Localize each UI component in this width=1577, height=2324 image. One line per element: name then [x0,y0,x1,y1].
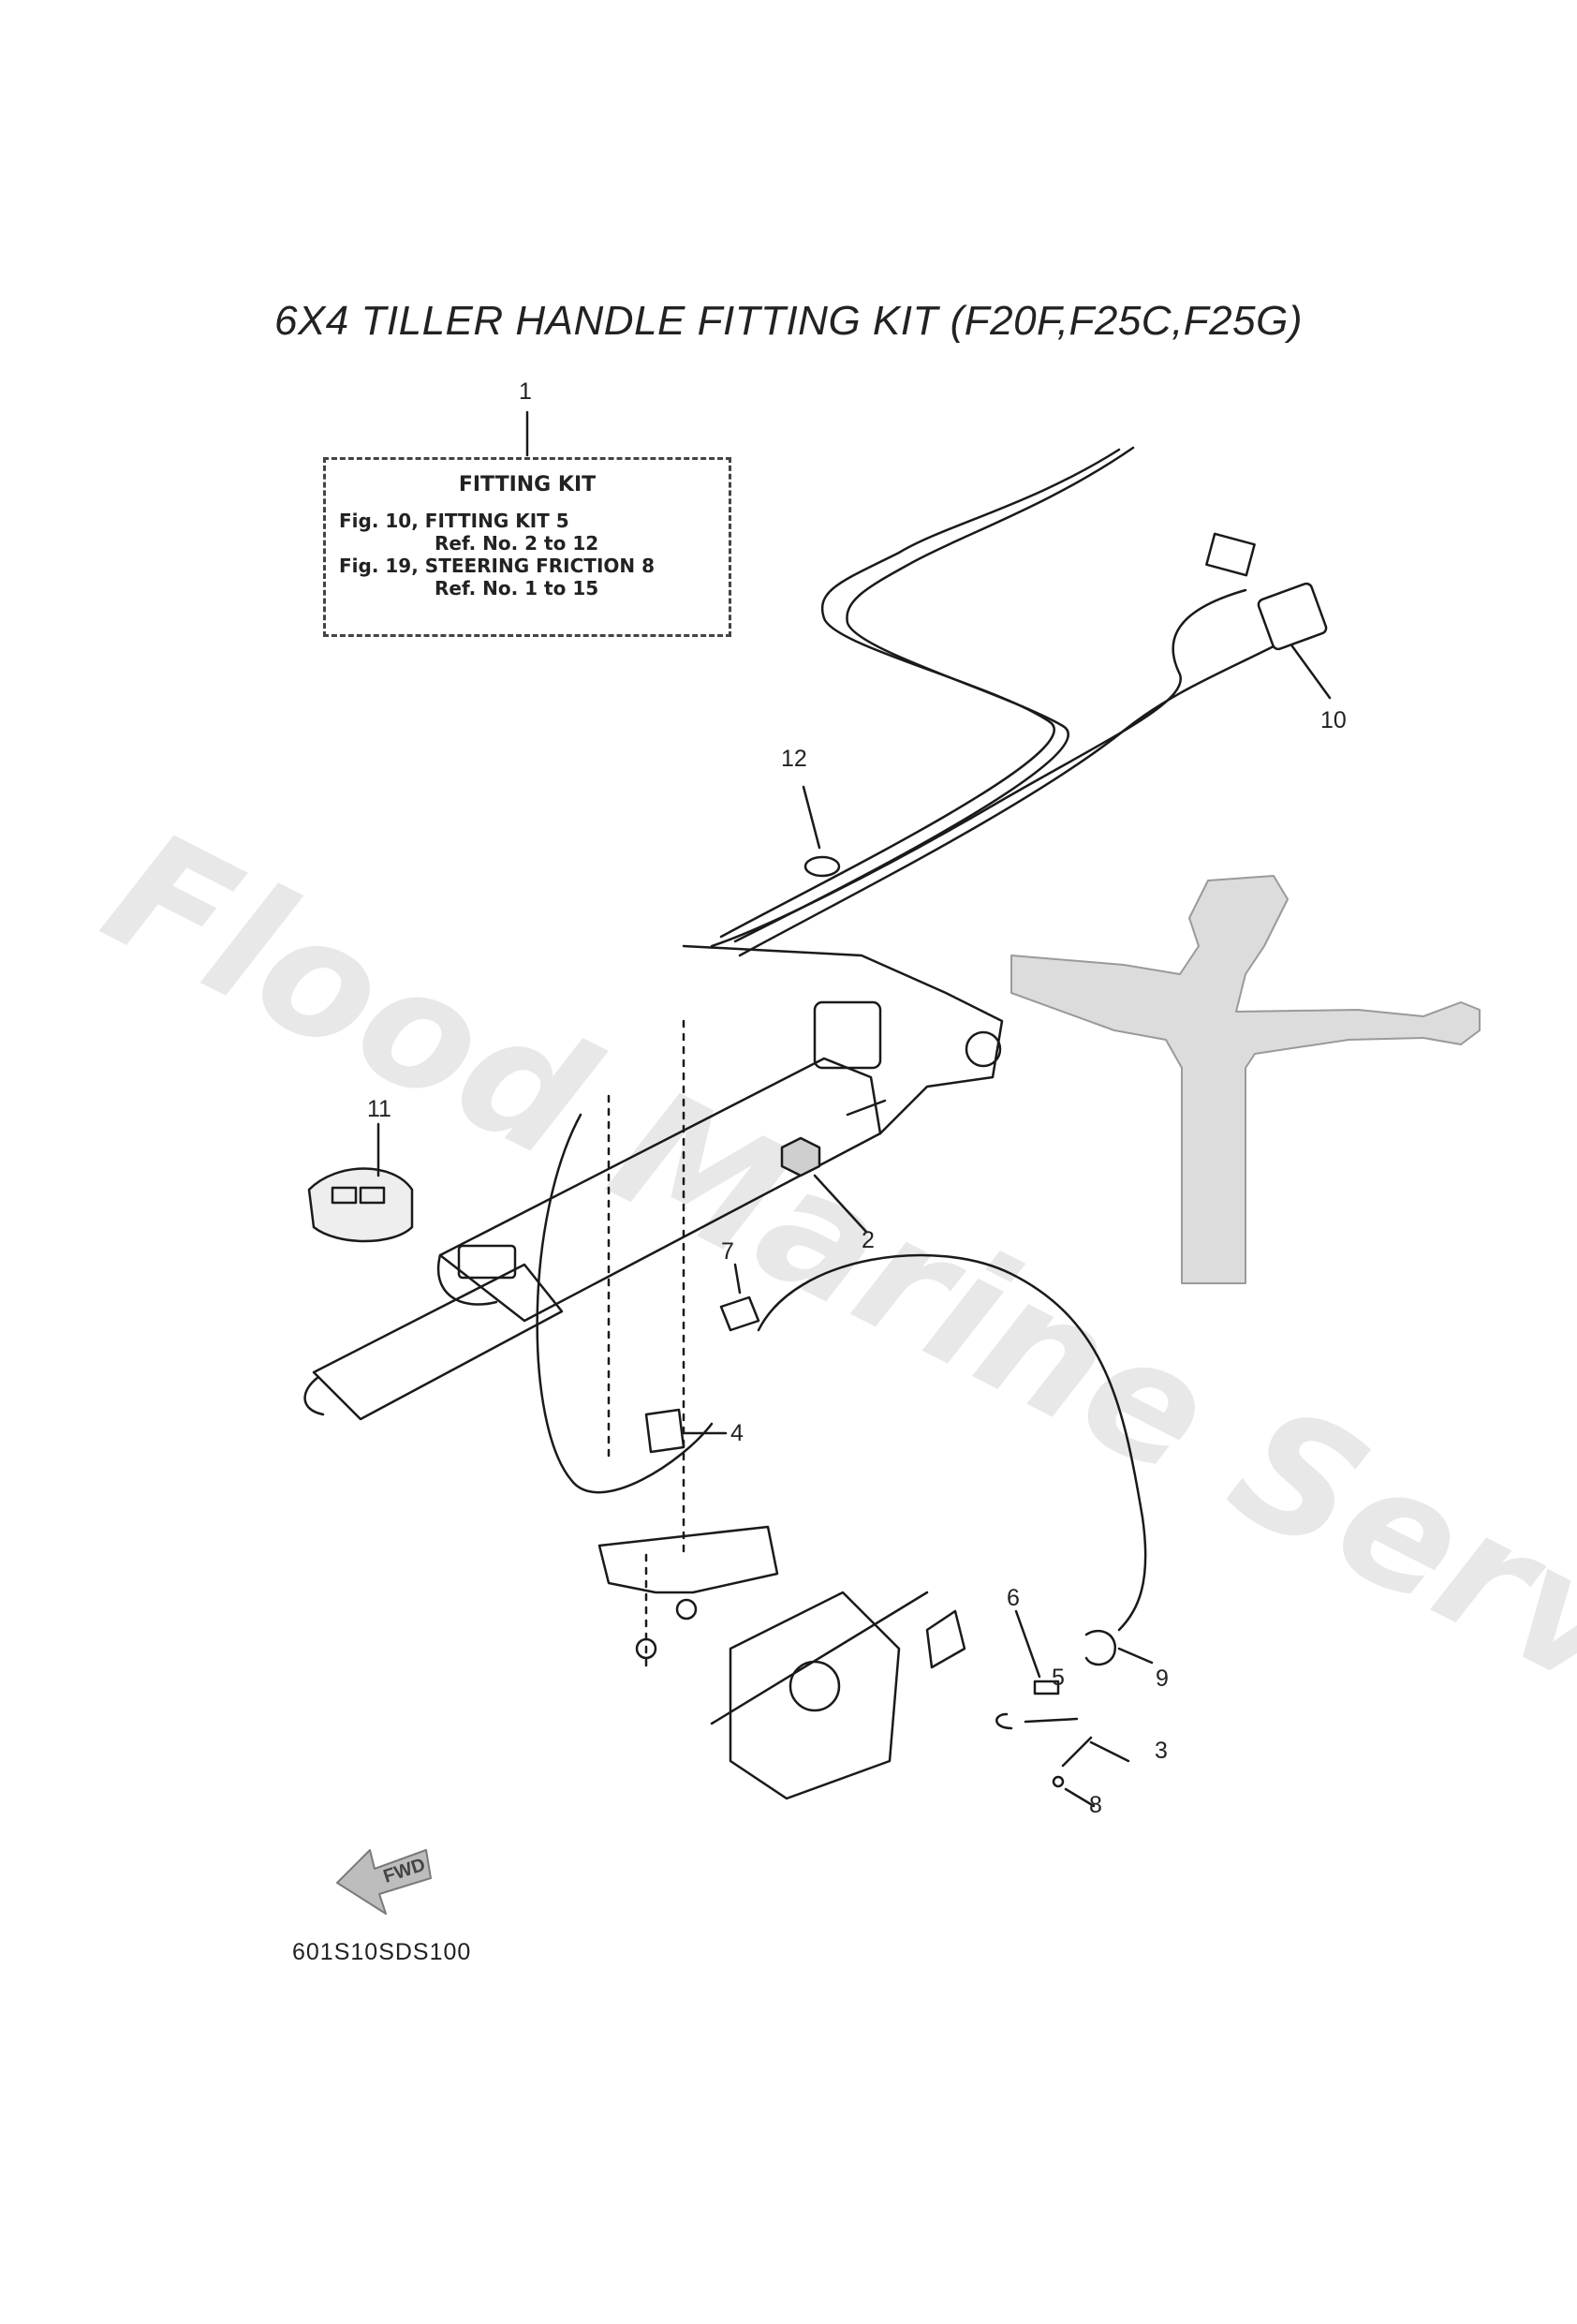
part-8-pin [1052,1775,1065,1788]
connector-top [1205,532,1256,577]
steering-bracket-shaded [1010,875,1481,1284]
callout-8: 8 [1089,1792,1102,1818]
mounting-plate [597,1525,779,1594]
callout-5: 5 [1052,1665,1065,1691]
callout-9: 9 [1156,1665,1169,1692]
diagram-title: 6X4 TILLER HANDLE FITTING KIT (F20F,F25C… [273,298,1303,344]
leader-line-6 [1014,1609,1041,1679]
part-6-rod [1033,1680,1060,1695]
leader-line-12 [802,785,821,850]
leader-line-9 [1117,1647,1154,1665]
fitting-kit-heading: FITTING KIT [458,473,597,496]
harness-cable-d [738,644,1275,957]
leader-line-8 [1064,1787,1096,1808]
callout-7: 7 [721,1238,734,1265]
clamp-7 [719,1295,760,1332]
fitting-kit-line-1: Fig. 10, FITTING KIT 5 [339,510,569,532]
callout-4: 4 [730,1420,744,1446]
leader-line-2 [813,1174,868,1234]
control-cable [757,1253,1147,1632]
harness-cable-a [719,448,1121,939]
stud [846,1099,887,1117]
leader-line-5 [1024,1717,1079,1724]
fitting-kit-line-3: Fig. 19, STEERING FRICTION 8 [339,555,656,577]
fitting-kit-box: FITTING KIT Fig. 10, FITTING KIT 5 Ref. … [323,457,731,637]
harness-clip-12 [803,855,841,878]
fitting-kit-line-4: Ref. No. 1 to 15 [435,577,599,600]
callout-11: 11 [367,1096,391,1122]
part-9-clip [1084,1629,1117,1666]
fitting-kit-line-2: Ref. No. 2 to 12 [435,532,599,555]
leader-line-3 [1089,1740,1130,1763]
callout-1: 1 [519,378,532,405]
return-cable [536,1113,714,1494]
callout-6: 6 [1007,1585,1020,1611]
callout-12: 12 [781,746,807,772]
switch-11 [307,1167,414,1243]
tiller-handle [303,944,1004,1421]
throttle-body [710,1591,966,1800]
main-harness-connector [1257,582,1328,651]
fwd-arrow-icon [336,1849,432,1915]
harness-cable-b [733,446,1135,943]
screw-b [675,1598,698,1621]
diagram-code: 601S10SDS100 [292,1939,472,1965]
harness-cable-c [710,588,1247,948]
screw-a [635,1637,657,1660]
nut-2 [780,1136,821,1177]
callout-2: 2 [862,1227,875,1253]
callout-3: 3 [1155,1738,1168,1764]
part-3-rod [1061,1736,1093,1768]
leader-line-10 [1290,644,1332,700]
callout-10: 10 [1320,707,1347,733]
clamp-4 [644,1408,685,1454]
leader-line-7 [733,1263,742,1295]
part-5-clip [995,1712,1013,1730]
